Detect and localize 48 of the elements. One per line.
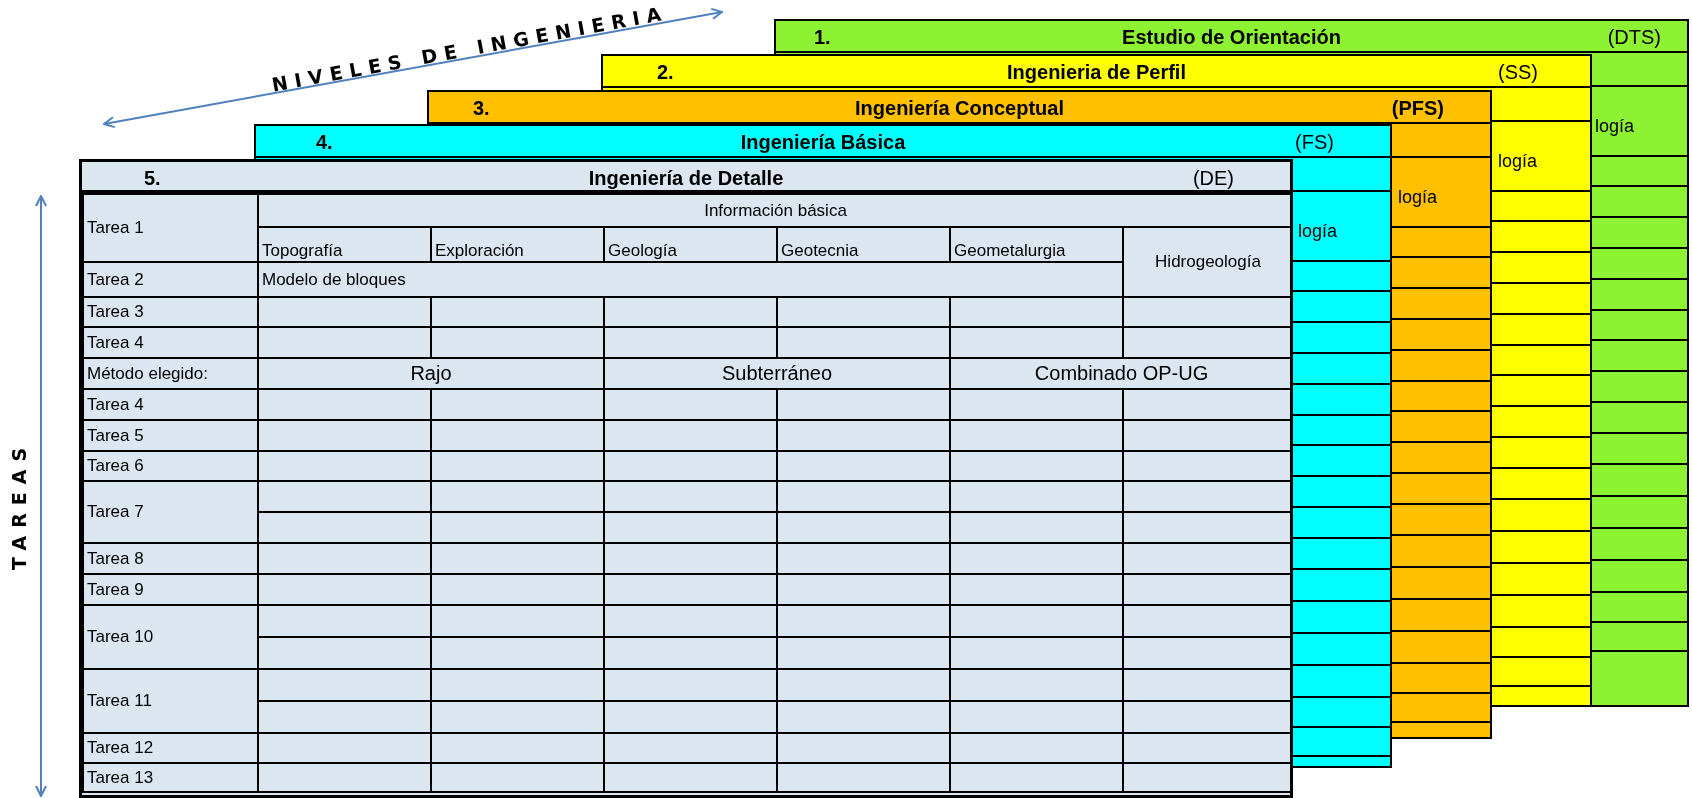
task-label: Tarea 5: [83, 420, 258, 451]
level-heading-band: [79, 159, 1293, 193]
level-abbreviation: (FS): [1295, 131, 1334, 153]
level-heading-band: [427, 90, 1492, 124]
task-label: Tarea 12: [83, 733, 258, 763]
axis-label: TAREAS: [8, 439, 30, 570]
task-label: Tarea 13: [83, 763, 258, 792]
task-label: Tarea 6: [83, 451, 258, 481]
level-title: Ingenieria de Perfil: [1007, 61, 1186, 83]
task-label: Tarea 9: [83, 574, 258, 605]
level-heading-band: [774, 19, 1689, 53]
level-number: 2.: [657, 61, 674, 83]
column-fragment-label: logía: [1498, 150, 1538, 172]
task-label: Tarea 7: [83, 481, 258, 543]
column-header: Geología: [604, 227, 777, 262]
column-header: Exploración: [431, 227, 604, 262]
level-abbreviation: (DTS): [1607, 26, 1661, 48]
level-title: Ingeniería Conceptual: [855, 97, 1064, 119]
level-title: Ingeniería de Detalle: [588, 167, 784, 189]
column-fragment-label: logía: [1298, 220, 1338, 242]
task-label: Tarea 8: [83, 543, 258, 574]
level-number: 4.: [316, 131, 333, 153]
level-abbreviation: (PFS): [1391, 97, 1444, 119]
column-fragment-label: logía: [1398, 186, 1438, 208]
level-heading-band: [254, 124, 1392, 158]
level-abbreviation: (DE): [1192, 167, 1234, 189]
level-title: Ingeniería Básica: [740, 131, 906, 153]
level-number: 1.: [814, 26, 831, 48]
task-label: Tarea 4: [83, 389, 258, 420]
level-number: 3.: [473, 97, 490, 119]
level-title: Estudio de Orientación: [1122, 26, 1341, 48]
method-option: Subterráneo: [604, 358, 950, 389]
row-header: Método elegido:: [83, 358, 258, 389]
level-heading-band: [601, 54, 1592, 88]
level-abbreviation: (SS): [1498, 61, 1538, 83]
level-number: 5.: [144, 167, 161, 189]
column-fragment-label: logía: [1595, 115, 1635, 137]
task-label: Tarea 3: [83, 297, 258, 327]
column-header: Geometalurgia: [950, 227, 1123, 262]
task-label: Tarea 11: [83, 669, 258, 733]
group-heading: Información básica: [258, 194, 1290, 227]
task-label: Tarea 10: [83, 605, 258, 669]
column-header: Geotecnia: [777, 227, 950, 262]
column-header: Topografía: [258, 227, 431, 262]
method-option: Rajo: [258, 358, 604, 389]
task-label: Tarea 2: [83, 262, 258, 297]
task-label: Tarea 1: [83, 194, 258, 262]
task-label: Tarea 4: [83, 327, 258, 358]
